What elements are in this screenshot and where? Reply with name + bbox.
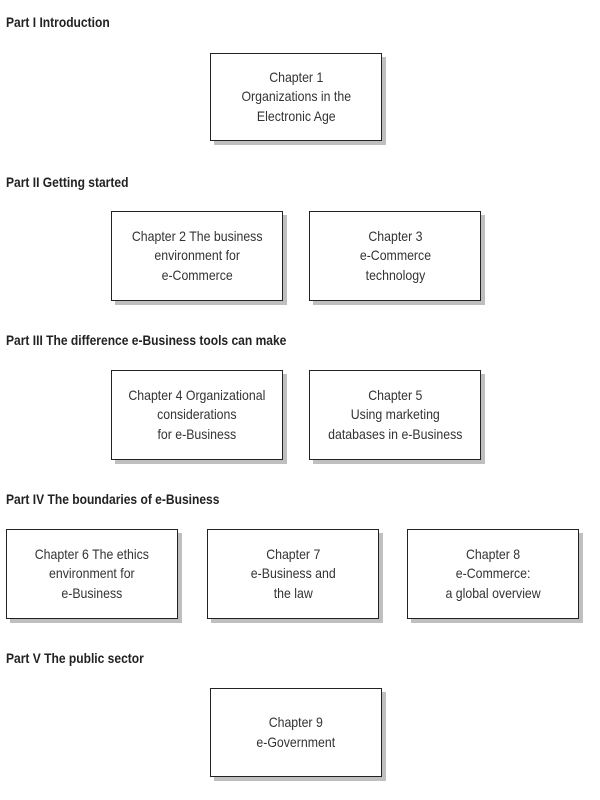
chapter-7-title: Chapter 7 bbox=[265, 545, 321, 562]
chapter-4-line-3: for e-Business bbox=[157, 425, 237, 442]
chapter-box-3-text: Chapter 3 e-Commerce technology bbox=[359, 227, 430, 286]
chapter-box-8-text: Chapter 8 e-Commerce: a global overview bbox=[445, 545, 540, 604]
chapter-box-9: Chapter 9 e-Government bbox=[210, 688, 382, 777]
chapter-6-line-3: e-Business bbox=[61, 584, 123, 601]
part-heading-4: Part IV The boundaries of e-Business bbox=[6, 491, 220, 507]
chapter-2-title: Chapter 2 The business bbox=[131, 227, 263, 244]
chapter-1-title: Chapter 1 bbox=[268, 68, 324, 85]
chapter-box-7-text: Chapter 7 e-Business and the law bbox=[251, 545, 336, 604]
chapter-3-line-3: technology bbox=[365, 266, 425, 283]
part-heading-3: Part III The difference e-Business tools… bbox=[6, 332, 287, 348]
chapter-box-4-text: Chapter 4 Organizational considerations … bbox=[129, 386, 266, 445]
chapter-box-1: Chapter 1 Organizations in the Electroni… bbox=[210, 53, 382, 141]
chapter-8-title: Chapter 8 bbox=[465, 545, 521, 562]
chapter-box-6-text: Chapter 6 The ethics environment for e-B… bbox=[35, 545, 149, 604]
chapter-8-line-3: a global overview bbox=[445, 584, 541, 601]
chapter-5-line-3: databases in e-Business bbox=[327, 425, 463, 442]
part-heading-1: Part I Introduction bbox=[6, 14, 110, 30]
chapter-1-line-3: Electronic Age bbox=[256, 107, 336, 124]
chapter-9-line-2: e-Government bbox=[256, 733, 336, 750]
part-heading-5: Part V The public sector bbox=[6, 650, 144, 666]
chapter-box-6: Chapter 6 The ethics environment for e-B… bbox=[6, 529, 178, 619]
chapter-2-line-2: environment for bbox=[154, 247, 240, 264]
chapter-box-7: Chapter 7 e-Business and the law bbox=[207, 529, 379, 619]
chapter-box-2-text: Chapter 2 The business environment for e… bbox=[132, 227, 263, 286]
chapter-7-line-3: the law bbox=[273, 584, 313, 601]
chapter-box-3: Chapter 3 e-Commerce technology bbox=[309, 211, 481, 301]
chapter-6-line-2: environment for bbox=[49, 565, 135, 582]
chapter-3-title: Chapter 3 bbox=[367, 227, 423, 244]
chapter-5-line-2: Using marketing bbox=[350, 406, 440, 423]
part-heading-2: Part II Getting started bbox=[6, 174, 129, 190]
chapter-box-1-text: Chapter 1 Organizations in the Electroni… bbox=[241, 68, 351, 127]
chapter-box-5: Chapter 5 Using marketing databases in e… bbox=[309, 370, 481, 460]
chapter-box-2: Chapter 2 The business environment for e… bbox=[111, 211, 283, 301]
chapter-box-5-text: Chapter 5 Using marketing databases in e… bbox=[328, 386, 462, 445]
chapter-6-title: Chapter 6 The ethics bbox=[34, 545, 150, 562]
chapter-9-title: Chapter 9 bbox=[268, 714, 324, 730]
chapter-5-title: Chapter 5 bbox=[367, 386, 423, 403]
chapter-7-line-2: e-Business and bbox=[250, 565, 336, 582]
chapter-4-line-2: considerations bbox=[157, 406, 237, 423]
chapter-1-line-2: Organizations in the bbox=[241, 88, 351, 105]
chapter-box-4: Chapter 4 Organizational considerations … bbox=[111, 370, 283, 460]
chapter-2-line-3: e-Commerce bbox=[161, 266, 233, 283]
chapter-4-title: Chapter 4 Organizational bbox=[128, 386, 266, 403]
chapter-box-8: Chapter 8 e-Commerce: a global overview bbox=[407, 529, 579, 619]
chapter-8-line-2: e-Commerce: bbox=[455, 565, 531, 582]
chapter-3-line-2: e-Commerce bbox=[359, 247, 431, 264]
chapter-box-9-text: Chapter 9 e-Government bbox=[257, 713, 336, 752]
